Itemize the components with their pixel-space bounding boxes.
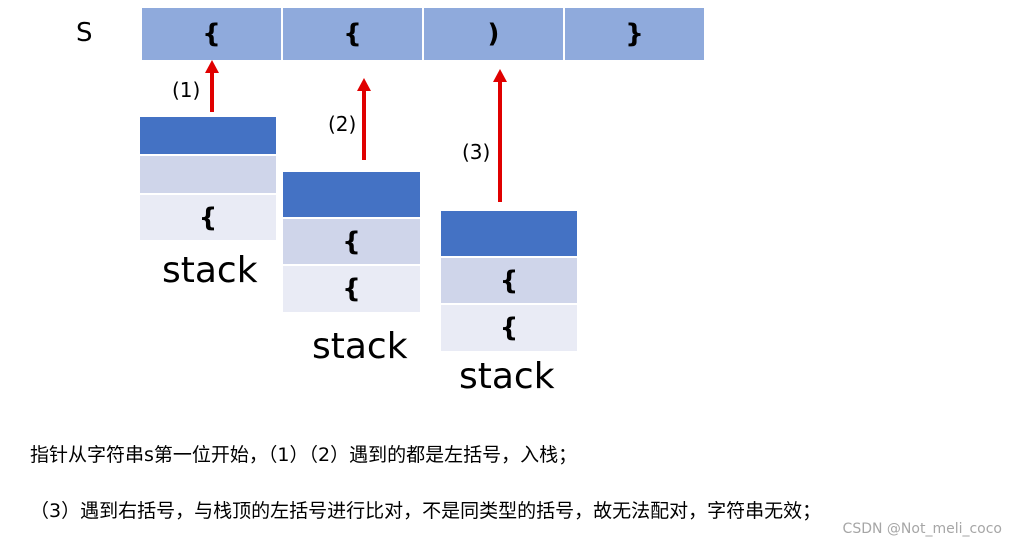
watermark: CSDN @Not_meli_coco bbox=[842, 521, 1002, 537]
stack-1-caption: stack bbox=[162, 250, 258, 291]
stack-3-top-cell bbox=[441, 211, 577, 258]
stack-1-bottom-cell: { bbox=[140, 195, 276, 240]
string-char-1: { bbox=[142, 8, 283, 60]
stack-1: { bbox=[140, 117, 276, 240]
stack-1-top-cell bbox=[140, 117, 276, 156]
arrow-head-step-1 bbox=[205, 60, 219, 73]
step-label-1: (1) bbox=[172, 78, 201, 102]
arrow-head-step-2 bbox=[357, 78, 371, 91]
step-label-3: (3) bbox=[462, 140, 491, 164]
string-array: { { ) } bbox=[142, 8, 704, 60]
string-char-2: { bbox=[283, 8, 424, 60]
stack-2-top-cell bbox=[283, 172, 420, 219]
string-char-3: ) bbox=[424, 8, 565, 60]
string-s-label: S bbox=[76, 18, 93, 48]
stack-2-bottom-cell: { bbox=[283, 266, 420, 312]
arrow-head-step-3 bbox=[493, 69, 507, 82]
stack-3: { { bbox=[441, 211, 577, 351]
stack-2-middle-cell: { bbox=[283, 219, 420, 266]
stack-3-bottom-cell: { bbox=[441, 305, 577, 351]
stack-2: { { bbox=[283, 172, 420, 312]
step-label-2: (2) bbox=[328, 112, 357, 136]
string-char-4: } bbox=[565, 8, 704, 60]
stack-3-middle-cell: { bbox=[441, 258, 577, 305]
stack-1-middle-cell bbox=[140, 156, 276, 195]
stack-2-caption: stack bbox=[312, 326, 408, 367]
description-line-2: （3）遇到右括号，与栈顶的左括号进行比对，不是同类型的括号，故无法配对，字符串无… bbox=[30, 500, 822, 522]
description-line-1: 指针从字符串s第一位开始，（1）（2）遇到的都是左括号，入栈； bbox=[30, 444, 578, 466]
stack-3-caption: stack bbox=[459, 356, 555, 397]
